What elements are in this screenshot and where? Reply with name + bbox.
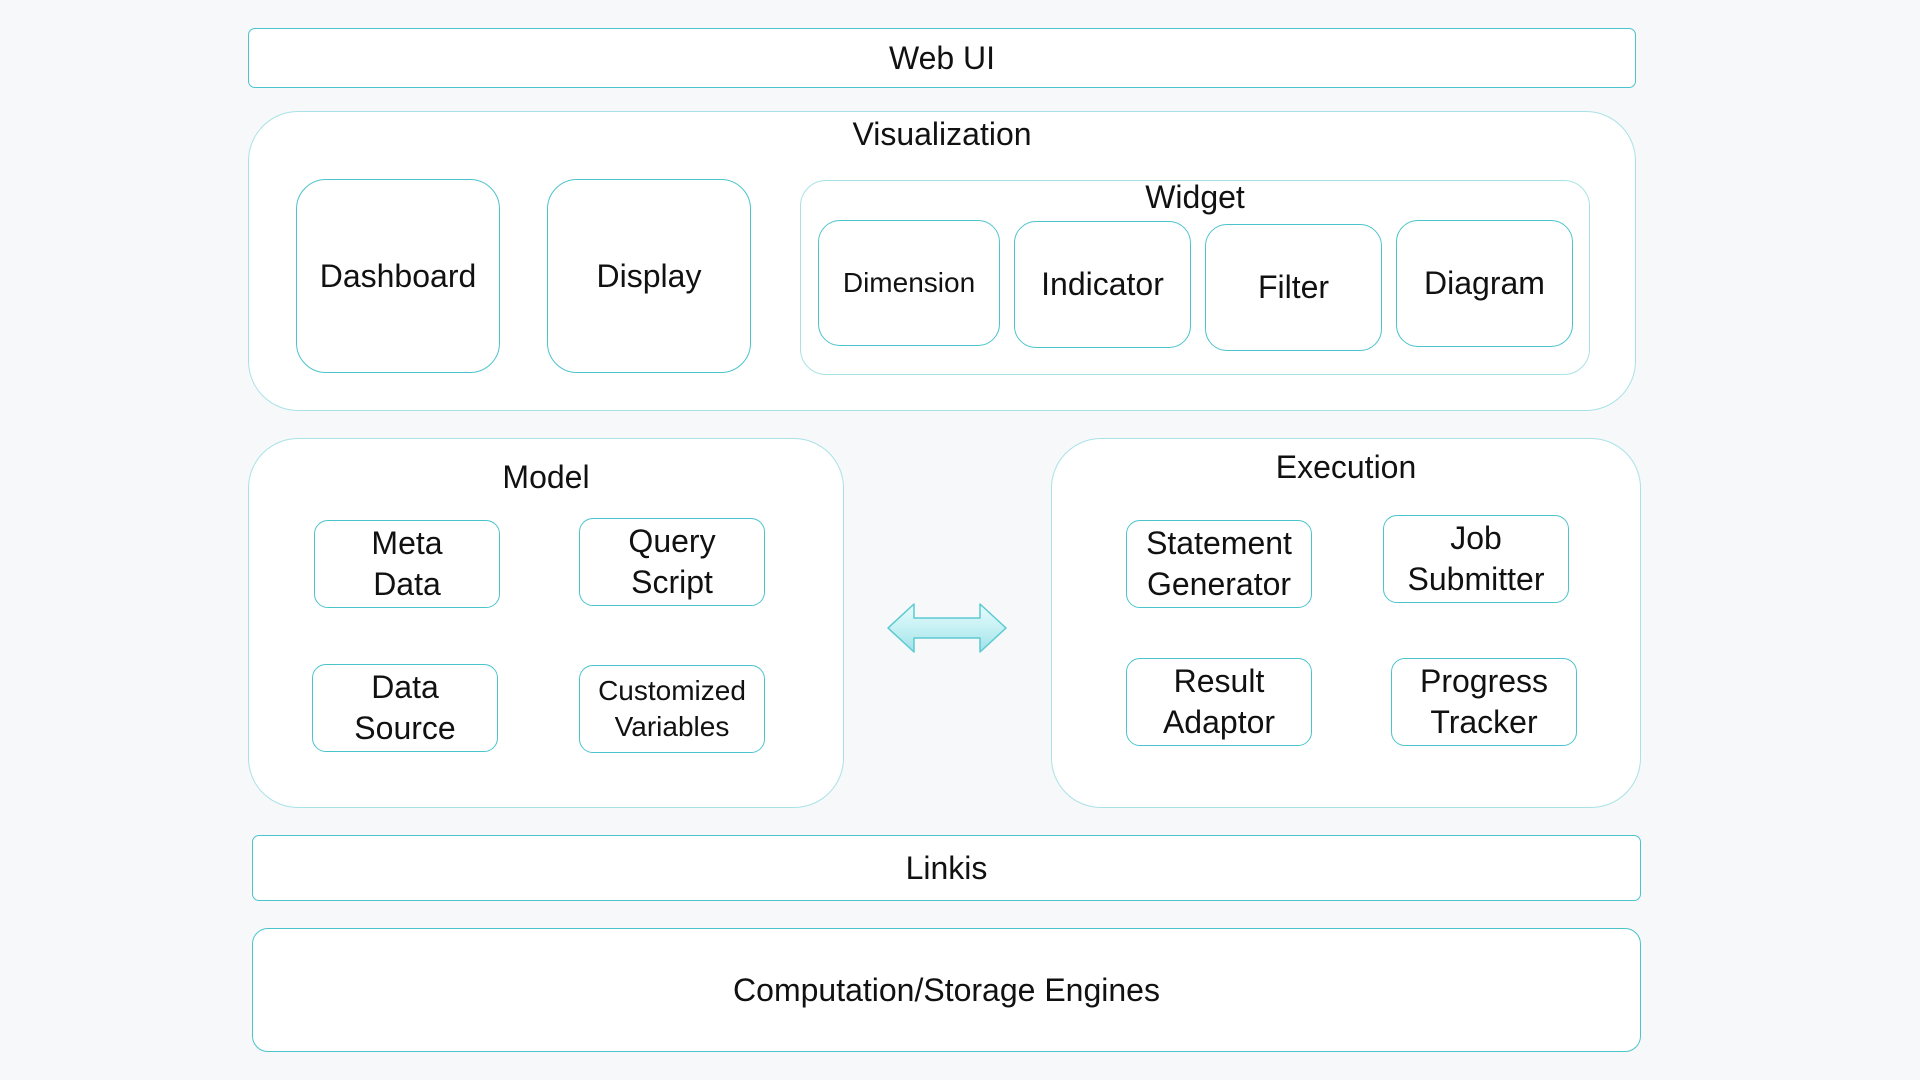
engines-label: Computation/Storage Engines xyxy=(733,971,1160,1008)
job-submitter-line1: Job xyxy=(1450,520,1502,557)
dashboard-box: Dashboard xyxy=(296,179,500,373)
query-script-line1: Query xyxy=(628,523,716,560)
widget-title: Widget xyxy=(1145,179,1245,215)
indicator-label: Indicator xyxy=(1041,266,1164,303)
job-submitter-line2: Submitter xyxy=(1407,561,1545,597)
customized-variables-line1: Customized xyxy=(598,675,746,707)
dashboard-label: Dashboard xyxy=(319,257,477,294)
result-adaptor-line1: Result xyxy=(1173,663,1265,700)
linkis-layer: Linkis xyxy=(252,835,1641,901)
display-label: Display xyxy=(596,257,702,294)
result-adaptor-line2: Adaptor xyxy=(1162,704,1276,740)
query-script-box: Query Script xyxy=(579,518,765,606)
statement-generator-line2: Generator xyxy=(1146,566,1292,602)
filter-box: Filter xyxy=(1205,224,1382,351)
query-script-line2: Script xyxy=(631,564,713,600)
job-submitter-box: Job Submitter xyxy=(1383,515,1569,603)
execution-layer: Execution xyxy=(1051,438,1641,808)
diagram-label: Diagram xyxy=(1424,265,1545,302)
execution-title: Execution xyxy=(1275,449,1417,485)
web-ui-layer: Web UI xyxy=(248,28,1636,88)
model-title: Model xyxy=(502,459,590,495)
progress-tracker-box: Progress Tracker xyxy=(1391,658,1577,746)
dimension-label: Dimension xyxy=(842,267,976,299)
diagram-box: Diagram xyxy=(1396,220,1573,347)
meta-data-box: Meta Data xyxy=(314,520,500,608)
data-source-line2: Source xyxy=(354,710,456,746)
dimension-box: Dimension xyxy=(818,220,1000,346)
visualization-title: Visualization xyxy=(852,116,1032,152)
data-source-box: Data Source xyxy=(312,664,498,752)
bidirectional-arrow-icon xyxy=(887,603,1007,653)
web-ui-label: Web UI xyxy=(888,39,996,76)
meta-data-line1: Meta xyxy=(371,525,443,562)
progress-tracker-line2: Tracker xyxy=(1430,704,1538,740)
data-source-line1: Data xyxy=(371,669,439,706)
progress-tracker-line1: Progress xyxy=(1419,663,1549,700)
statement-generator-box: Statement Generator xyxy=(1126,520,1312,608)
display-box: Display xyxy=(547,179,751,373)
customized-variables-box: Customized Variables xyxy=(579,665,765,753)
statement-generator-line1: Statement xyxy=(1146,525,1292,562)
result-adaptor-box: Result Adaptor xyxy=(1126,658,1312,746)
filter-label: Filter xyxy=(1257,269,1330,306)
customized-variables-line2: Variables xyxy=(614,711,730,742)
linkis-label: Linkis xyxy=(905,849,988,886)
engines-layer: Computation/Storage Engines xyxy=(252,928,1641,1052)
meta-data-line2: Data xyxy=(373,566,441,602)
indicator-box: Indicator xyxy=(1014,221,1191,348)
